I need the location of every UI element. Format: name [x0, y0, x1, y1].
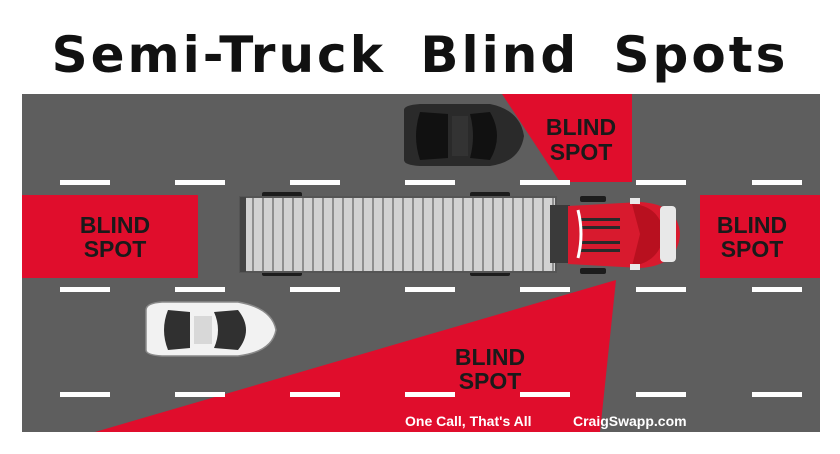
blind-spot-zone-rear — [22, 195, 198, 278]
blind-spot-label-front: BLIND SPOT — [717, 212, 787, 262]
trailer — [239, 196, 557, 273]
black-car — [404, 104, 524, 166]
blind-spot-zone-front — [700, 195, 820, 278]
svg-text:SPOT: SPOT — [550, 139, 613, 165]
footer-slogan: One Call, That's All — [405, 413, 532, 429]
blind-spot-zone-top — [502, 94, 632, 182]
svg-text:BLIND: BLIND — [546, 114, 616, 140]
footer-website: CraigSwapp.com — [573, 413, 687, 429]
blind-spot-label-right: BLIND SPOT — [455, 344, 525, 394]
svg-text:SPOT: SPOT — [721, 236, 784, 262]
svg-text:SPOT: SPOT — [84, 236, 147, 262]
semi-truck — [239, 192, 680, 276]
white-car — [145, 301, 277, 357]
diagram-title: Semi-Truck Blind Spots — [51, 26, 789, 84]
svg-text:SPOT: SPOT — [459, 368, 522, 394]
blind-spot-label-top: BLIND SPOT — [546, 114, 616, 165]
svg-text:BLIND: BLIND — [455, 344, 525, 370]
svg-text:BLIND: BLIND — [80, 212, 150, 238]
blind-spot-zone-right — [95, 280, 616, 432]
truck-cab — [568, 198, 680, 270]
blind-spot-label-rear: BLIND SPOT — [80, 212, 150, 262]
lane-markings — [60, 180, 802, 397]
svg-text:BLIND: BLIND — [717, 212, 787, 238]
